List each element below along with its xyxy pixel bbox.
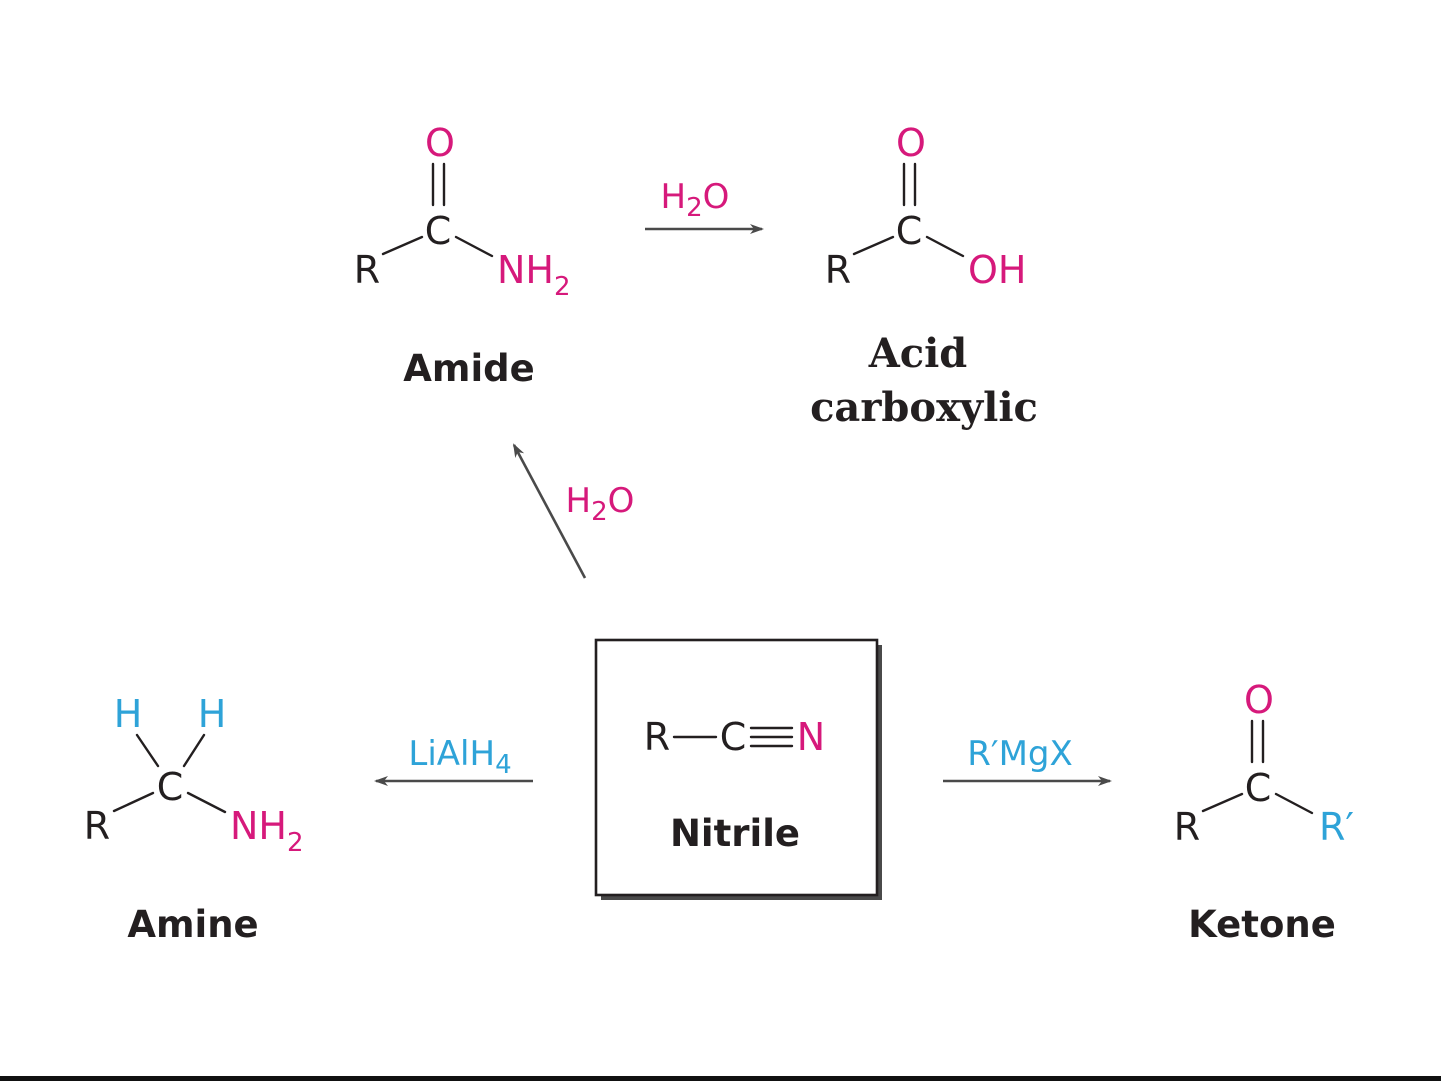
acid-coh-bond xyxy=(927,237,963,256)
acid-oh: OH xyxy=(968,248,1026,292)
ketone-structure: O C R R′ Ketone xyxy=(1174,678,1354,946)
amide-structure: O C R NH2 Amide xyxy=(354,121,571,390)
amide-nh2: NH2 xyxy=(497,248,571,302)
amine-rc-bond xyxy=(114,793,153,811)
arrow-amide-to-acid: H2O xyxy=(645,177,762,229)
amide-oxygen: O xyxy=(425,121,455,165)
amide-carbon: C xyxy=(425,209,452,253)
amide-r: R xyxy=(354,248,380,292)
amine-h1: H xyxy=(114,692,143,736)
arrow-nitrile-to-amine: LiAlH4 xyxy=(376,734,533,781)
ketone-oxygen: O xyxy=(1244,678,1274,722)
amide-cn-bond xyxy=(456,237,492,256)
acid-rc-bond xyxy=(854,237,893,254)
ketone-rc-bond xyxy=(1203,794,1242,811)
amine-ch2-bond xyxy=(184,735,204,766)
acid-oxygen: O xyxy=(896,121,926,165)
amine-nh2: NH2 xyxy=(230,804,304,858)
amine-h2: H xyxy=(198,692,227,736)
amine-structure: H H C R NH2 Amine xyxy=(84,692,304,946)
nitrile-r: R xyxy=(644,715,670,759)
amine-r: R xyxy=(84,804,110,848)
acid-structure: O C R OH Acid carboxylic xyxy=(810,121,1038,431)
reagent-water-1: H2O xyxy=(661,177,730,223)
amine-name: Amine xyxy=(127,903,258,946)
reagent-water-2: H2O xyxy=(566,481,635,527)
ketone-name: Ketone xyxy=(1188,903,1336,946)
ketone-cr2-bond xyxy=(1276,794,1312,813)
amine-carbon: C xyxy=(157,765,184,809)
acid-name-line1: Acid xyxy=(868,330,968,377)
acid-r: R xyxy=(825,248,851,292)
amide-rc-bond xyxy=(383,237,422,254)
arrow-nitrile-to-ketone: R′MgX xyxy=(943,734,1110,781)
ketone-carbon: C xyxy=(1245,766,1272,810)
acid-carbon: C xyxy=(896,209,923,253)
arrow-nitrile-to-amide: H2O xyxy=(514,445,634,578)
amine-ch1-bond xyxy=(137,735,158,766)
reagent-lialh4: LiAlH4 xyxy=(408,734,511,780)
ketone-r: R xyxy=(1174,805,1200,849)
amide-name: Amide xyxy=(403,347,534,390)
nitrile-name: Nitrile xyxy=(670,812,800,855)
amine-cn-bond xyxy=(188,793,225,812)
ketone-r-prime: R′ xyxy=(1319,805,1354,849)
nitrile-box-frame xyxy=(596,640,877,895)
nitrile-nitrogen: N xyxy=(797,715,825,759)
acid-name-line2: carboxylic xyxy=(810,384,1038,431)
nitrile-carbon: C xyxy=(720,715,747,759)
nitrile-box: R C N Nitrile xyxy=(596,640,882,900)
bottom-rule xyxy=(0,1076,1441,1081)
reagent-grignard: R′MgX xyxy=(967,734,1073,774)
